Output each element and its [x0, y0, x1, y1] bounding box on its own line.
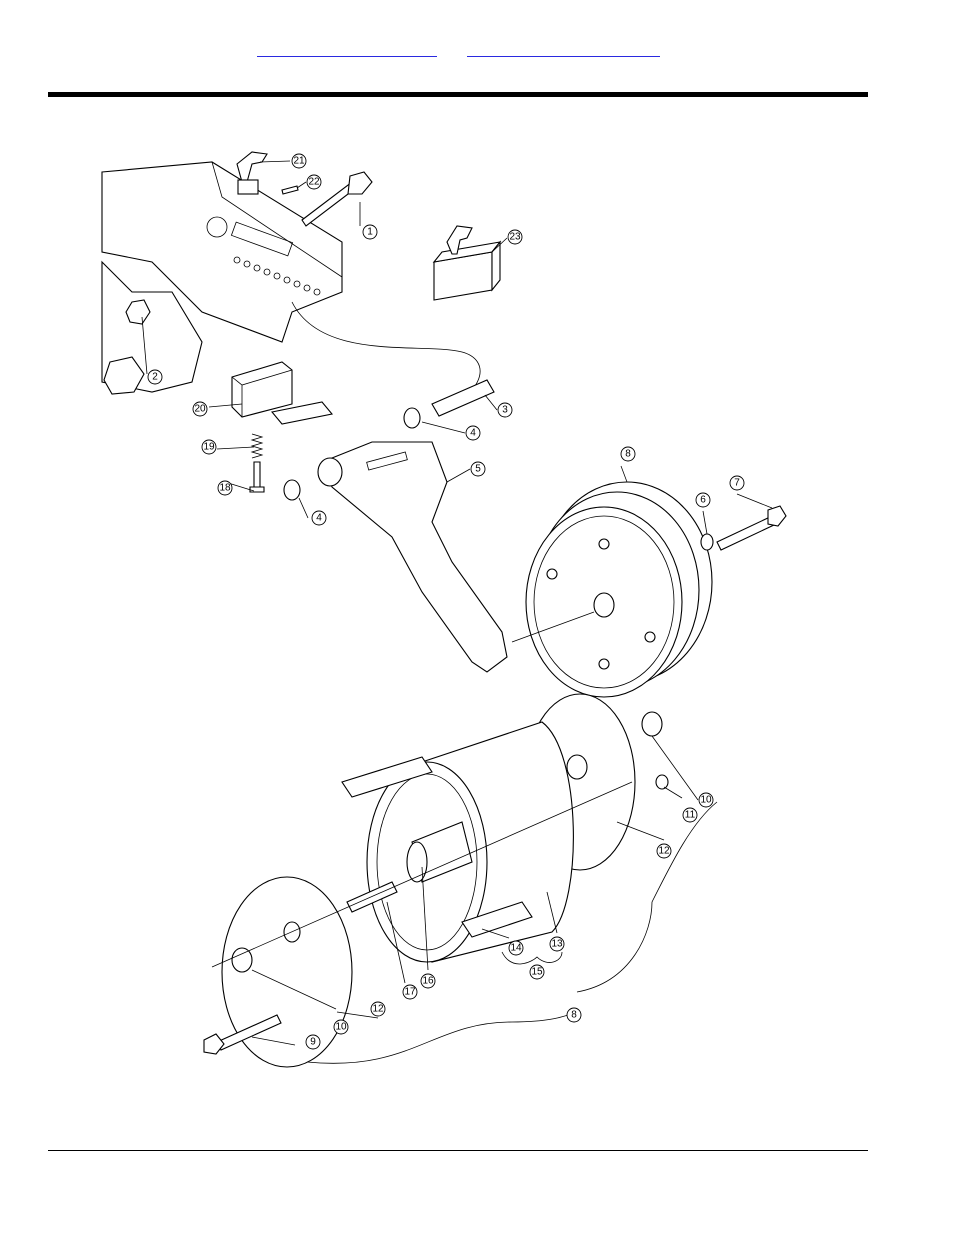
- footer-rule: [48, 1150, 868, 1151]
- callout-17: 17: [403, 985, 417, 999]
- part-6-washer: [701, 534, 713, 550]
- part-3-pivot-pin: [432, 380, 494, 416]
- callout-13: 13: [550, 937, 564, 951]
- callout-19: 19: [202, 440, 216, 454]
- callout-12-b: 12: [371, 1002, 385, 1016]
- part-10-bearing-right: [642, 712, 662, 736]
- callout-6: 6: [696, 493, 710, 507]
- callout-4-b: 4: [312, 511, 326, 525]
- frame-mount: [102, 162, 480, 402]
- part-19-spring: [252, 434, 262, 458]
- exploded-parts-diagram: 1 2 3 4 4 5 6 7 8 8 9 10 10 11 12 12 13 …: [92, 142, 792, 1077]
- svg-text:9: 9: [310, 1037, 316, 1048]
- part-4-bushing: [404, 408, 420, 428]
- callout-21: 21: [292, 154, 306, 168]
- header-link-right[interactable]: [467, 44, 660, 57]
- callout-11: 11: [683, 808, 697, 822]
- svg-text:11: 11: [685, 810, 696, 821]
- svg-text:8: 8: [625, 449, 631, 460]
- svg-text:18: 18: [219, 483, 231, 494]
- callout-20: 20: [193, 402, 207, 416]
- svg-text:5: 5: [475, 464, 481, 475]
- part-8-wheel: [512, 482, 712, 697]
- part-11-nut: [656, 775, 668, 789]
- callout-8: 8: [621, 447, 635, 461]
- callout-1: 1: [363, 225, 377, 239]
- callout-16: 16: [421, 974, 435, 988]
- svg-text:3: 3: [502, 405, 508, 416]
- part-4-bushing-lower: [284, 480, 300, 500]
- part-23-latch-assembly: [434, 226, 500, 300]
- header-rule: [48, 92, 868, 97]
- callout-18: 18: [218, 481, 232, 495]
- callout-8-b: 8: [567, 1008, 581, 1022]
- svg-text:8: 8: [571, 1010, 577, 1021]
- svg-text:16: 16: [422, 976, 434, 987]
- part-10-bearing-left: [232, 948, 252, 972]
- header-link-left[interactable]: [257, 44, 437, 57]
- svg-text:20: 20: [194, 404, 206, 415]
- svg-text:22: 22: [308, 177, 320, 188]
- part-22-pin: [282, 186, 298, 194]
- part-7-bolt: [717, 506, 786, 550]
- svg-text:14: 14: [510, 943, 522, 954]
- callout-12: 12: [657, 844, 671, 858]
- wheel-assembly-exploded: [204, 694, 668, 1067]
- callout-22: 22: [307, 175, 321, 189]
- callout-2: 2: [148, 370, 162, 384]
- svg-text:21: 21: [293, 156, 305, 167]
- svg-text:1: 1: [367, 227, 373, 238]
- svg-text:12: 12: [372, 1004, 384, 1015]
- part-18-pin: [250, 462, 264, 492]
- part-5-arm: [272, 402, 507, 672]
- callout-7: 7: [730, 476, 744, 490]
- svg-text:15: 15: [531, 967, 543, 978]
- part-20-block: [232, 362, 292, 417]
- callout-3: 3: [498, 403, 512, 417]
- callout-9: 9: [306, 1035, 320, 1049]
- callout-5: 5: [471, 462, 485, 476]
- svg-text:6: 6: [700, 495, 706, 506]
- callout-10: 10: [699, 793, 713, 807]
- callout-15: 15: [530, 965, 544, 979]
- callout-10-b: 10: [334, 1020, 348, 1034]
- svg-text:4: 4: [470, 428, 476, 439]
- svg-text:19: 19: [203, 442, 215, 453]
- callout-14: 14: [509, 941, 523, 955]
- part-21-handle: [237, 152, 267, 194]
- svg-text:2: 2: [152, 372, 158, 383]
- svg-text:13: 13: [551, 939, 563, 950]
- callout-4: 4: [466, 426, 480, 440]
- svg-text:4: 4: [316, 513, 322, 524]
- svg-text:17: 17: [404, 987, 416, 998]
- svg-text:7: 7: [734, 478, 740, 489]
- svg-text:10: 10: [335, 1022, 347, 1033]
- svg-text:12: 12: [658, 846, 670, 857]
- callout-23: 23: [508, 230, 522, 244]
- svg-text:10: 10: [700, 795, 712, 806]
- svg-text:23: 23: [509, 232, 521, 243]
